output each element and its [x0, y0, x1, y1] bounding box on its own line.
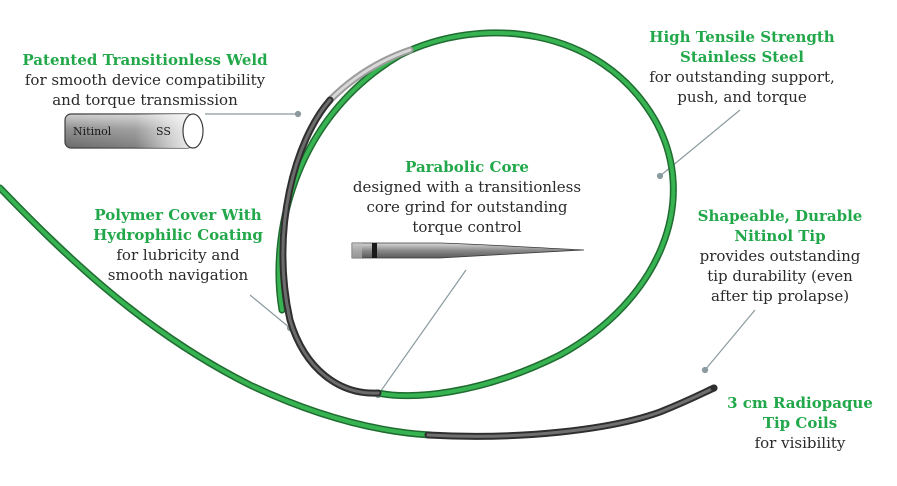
leader-core	[377, 269, 467, 396]
callout-coils-desc: for visibility	[754, 434, 846, 452]
callout-weld: Patented Transitionless Weld for smooth …	[6, 50, 284, 110]
callout-nitinol-title: Shapeable, Durable Nitinol Tip	[697, 207, 863, 245]
callout-steel-title: High Tensile Strength Stainless Steel	[649, 28, 835, 66]
callout-polymer-title: Polymer Cover With Hydrophilic Coating	[93, 206, 263, 244]
callout-core-desc: designed with a transitionless core grin…	[352, 178, 582, 236]
weld-cylinder	[64, 113, 204, 149]
guidewire	[0, 29, 718, 440]
cylinder-nitinol-label: Nitinol	[73, 125, 112, 138]
callout-steel-desc: for outstanding support, push, and torqu…	[649, 68, 835, 106]
callout-steel: High Tensile Strength Stainless Steel fo…	[632, 27, 852, 107]
wire-distal-dark	[424, 384, 718, 440]
callout-coils: 3 cm Radiopaque Tip Coils for visibility	[720, 393, 880, 453]
callout-nitinol: Shapeable, Durable Nitinol Tip provides …	[680, 206, 880, 306]
callout-weld-desc: for smooth device compatibility and torq…	[24, 71, 266, 109]
leader-polymer	[249, 294, 291, 329]
callout-polymer-desc: for lubricity and smooth navigation	[107, 246, 249, 284]
cylinder-ss-label: SS	[156, 125, 171, 138]
wire-tip	[710, 384, 718, 392]
leader-nitinol	[704, 309, 756, 371]
callout-core-title: Parabolic Core	[405, 158, 529, 176]
parabolic-core-needle	[351, 242, 585, 259]
callout-core: Parabolic Core designed with a transitio…	[340, 157, 594, 237]
callout-nitinol-desc: provides outstanding tip durability (eve…	[699, 247, 861, 305]
callout-polymer: Polymer Cover With Hydrophilic Coating f…	[84, 205, 272, 285]
callout-weld-title: Patented Transitionless Weld	[22, 51, 268, 69]
callout-coils-title: 3 cm Radiopaque Tip Coils	[727, 394, 873, 432]
